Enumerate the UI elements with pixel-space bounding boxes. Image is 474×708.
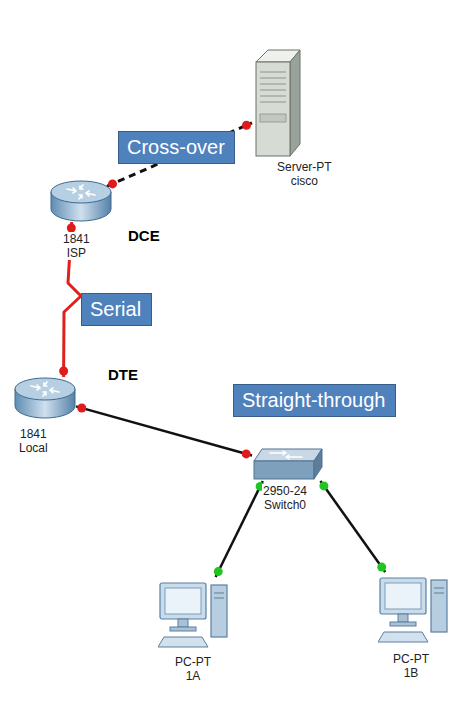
port-dot (319, 481, 328, 490)
device-caption: 1841Local (18, 427, 49, 455)
router-device: 1841ISP (50, 180, 112, 222)
device-label: 2950-24 (262, 484, 308, 498)
network-link (319, 481, 386, 572)
port-dot (377, 563, 386, 572)
port-dot (59, 367, 68, 376)
device-label: 1841 (62, 232, 91, 246)
port-dot (214, 567, 223, 576)
switch-icon (252, 447, 324, 481)
callout-box: Straight-through (233, 384, 396, 417)
server-icon (252, 48, 302, 158)
callout-text: Cross-over (127, 134, 225, 160)
router-device: 1841Local (14, 377, 76, 419)
pc-device: PC-PT1A (158, 577, 230, 649)
device-label: PC-PT (392, 652, 430, 666)
device-label: Local (18, 441, 49, 455)
pc-device: PC-PT1B (378, 572, 450, 644)
switch-device: 2950-24Switch0 (252, 447, 324, 481)
port-dot (242, 449, 251, 458)
port-dot (242, 121, 251, 130)
pc-icon (378, 572, 450, 644)
device-label: ISP (62, 246, 91, 260)
callout-text: Straight-through (242, 387, 385, 413)
pc-icon (158, 577, 230, 649)
device-label: PC-PT (174, 655, 212, 669)
network-link (107, 121, 252, 189)
router-icon (50, 180, 112, 222)
router-icon (14, 377, 76, 419)
device-label: 1841 (18, 427, 49, 441)
device-caption: Server-PTcisco (276, 160, 333, 188)
server-device: Server-PTcisco (252, 48, 302, 158)
interface-role-label: DTE (108, 366, 138, 383)
callout-box: Serial (81, 293, 152, 326)
network-link (76, 404, 252, 459)
network-link (214, 481, 265, 577)
device-caption: 1841ISP (62, 232, 91, 260)
callout-text: Serial (90, 296, 141, 322)
device-caption: 2950-24Switch0 (262, 484, 308, 512)
device-caption: PC-PT1A (174, 655, 212, 683)
port-dot (77, 404, 86, 413)
device-label: Server-PT (276, 160, 333, 174)
link-line (320, 481, 385, 572)
device-caption: PC-PT1B (392, 652, 430, 680)
interface-role-label: DCE (128, 227, 160, 244)
callout-box: Cross-over (118, 131, 235, 164)
link-line (107, 123, 252, 187)
device-label: Switch0 (262, 498, 308, 512)
link-line (216, 481, 263, 577)
device-label: 1B (392, 666, 430, 680)
link-line (76, 406, 252, 455)
port-dot (108, 179, 117, 188)
device-label: 1A (174, 669, 212, 683)
device-label: cisco (276, 174, 333, 188)
